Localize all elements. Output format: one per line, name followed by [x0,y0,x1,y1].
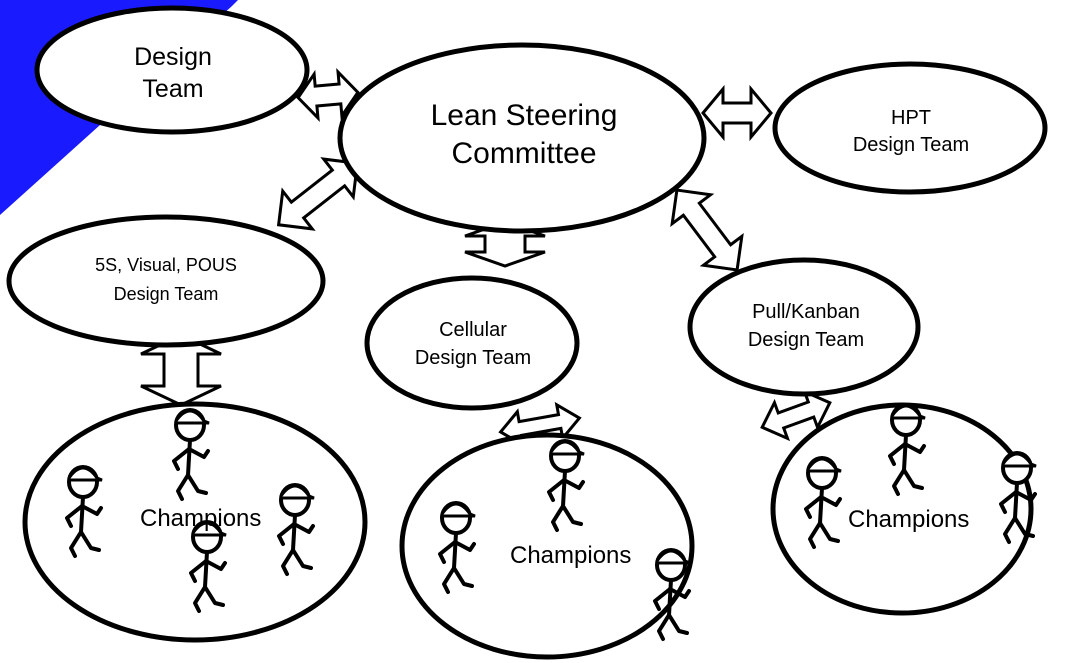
node-label-line: Design [134,43,212,71]
node-champions-right: Champions [770,402,1037,616]
node-label-line: Design Team [853,134,969,156]
champion-figure-slot [65,465,103,558]
stick-figure-icon [804,456,842,549]
node-hpt-design-team: HPT Design Team [772,61,1048,195]
stick-figure-icon [438,501,476,594]
champion-figure-slot [888,403,926,496]
node-label-line: Team [142,75,203,103]
champion-figure-slot [547,439,585,532]
arrow-pull-champions [760,388,832,442]
node-5s-visual-pous-design-team: 5S, Visual, POUS Design Team [6,214,326,348]
node-label-line: Design Team [748,329,864,351]
node-design-team: Design Team [34,5,310,135]
node-label-line: Lean Steering [431,99,618,132]
node-label-line: Design Team [415,347,531,369]
double-arrow-icon [701,84,773,142]
champions-label: Champions [510,542,631,569]
node-champions-left: Champions [22,401,368,643]
node-label-line: 5S, Visual, POUS [95,255,237,275]
champion-figure-slot [999,451,1037,544]
champion-figure-slot [189,520,227,613]
stick-figure-icon [277,483,315,576]
champion-figure-slot [277,483,315,576]
double-arrow-icon [296,67,360,123]
champions-label: Champions [140,505,261,532]
champion-figure-slot [172,408,210,501]
node-label-line: Design Team [114,284,219,304]
node-pull-kanban-design-team: Pull/Kanban Design Team [687,257,921,397]
champion-figure-slot [653,548,691,641]
champion-figure-slot [438,501,476,594]
stick-figure-icon [189,520,227,613]
node-label-line: Committee [451,137,596,170]
arrow-steering-hpt [701,84,773,142]
stick-figure-icon [547,439,585,532]
node-label-line: HPT [891,107,931,129]
stick-figure-icon [65,465,103,558]
node-cellular-design-team: Cellular Design Team [364,275,580,411]
arrow-design-steering [296,67,360,123]
champion-figure-slot [804,456,842,549]
double-arrow-icon [760,388,832,442]
node-champions-mid: Champions [399,432,695,660]
stick-figure-icon [172,408,210,501]
node-label-line: Cellular [439,319,507,341]
stick-figure-icon [653,548,691,641]
node-lean-steering-committee: Lean Steering Committee [337,42,707,234]
stick-figure-icon [888,403,926,496]
node-label-line: Pull/Kanban [752,301,860,323]
champions-label: Champions [848,506,969,533]
stick-figure-icon [999,451,1037,544]
